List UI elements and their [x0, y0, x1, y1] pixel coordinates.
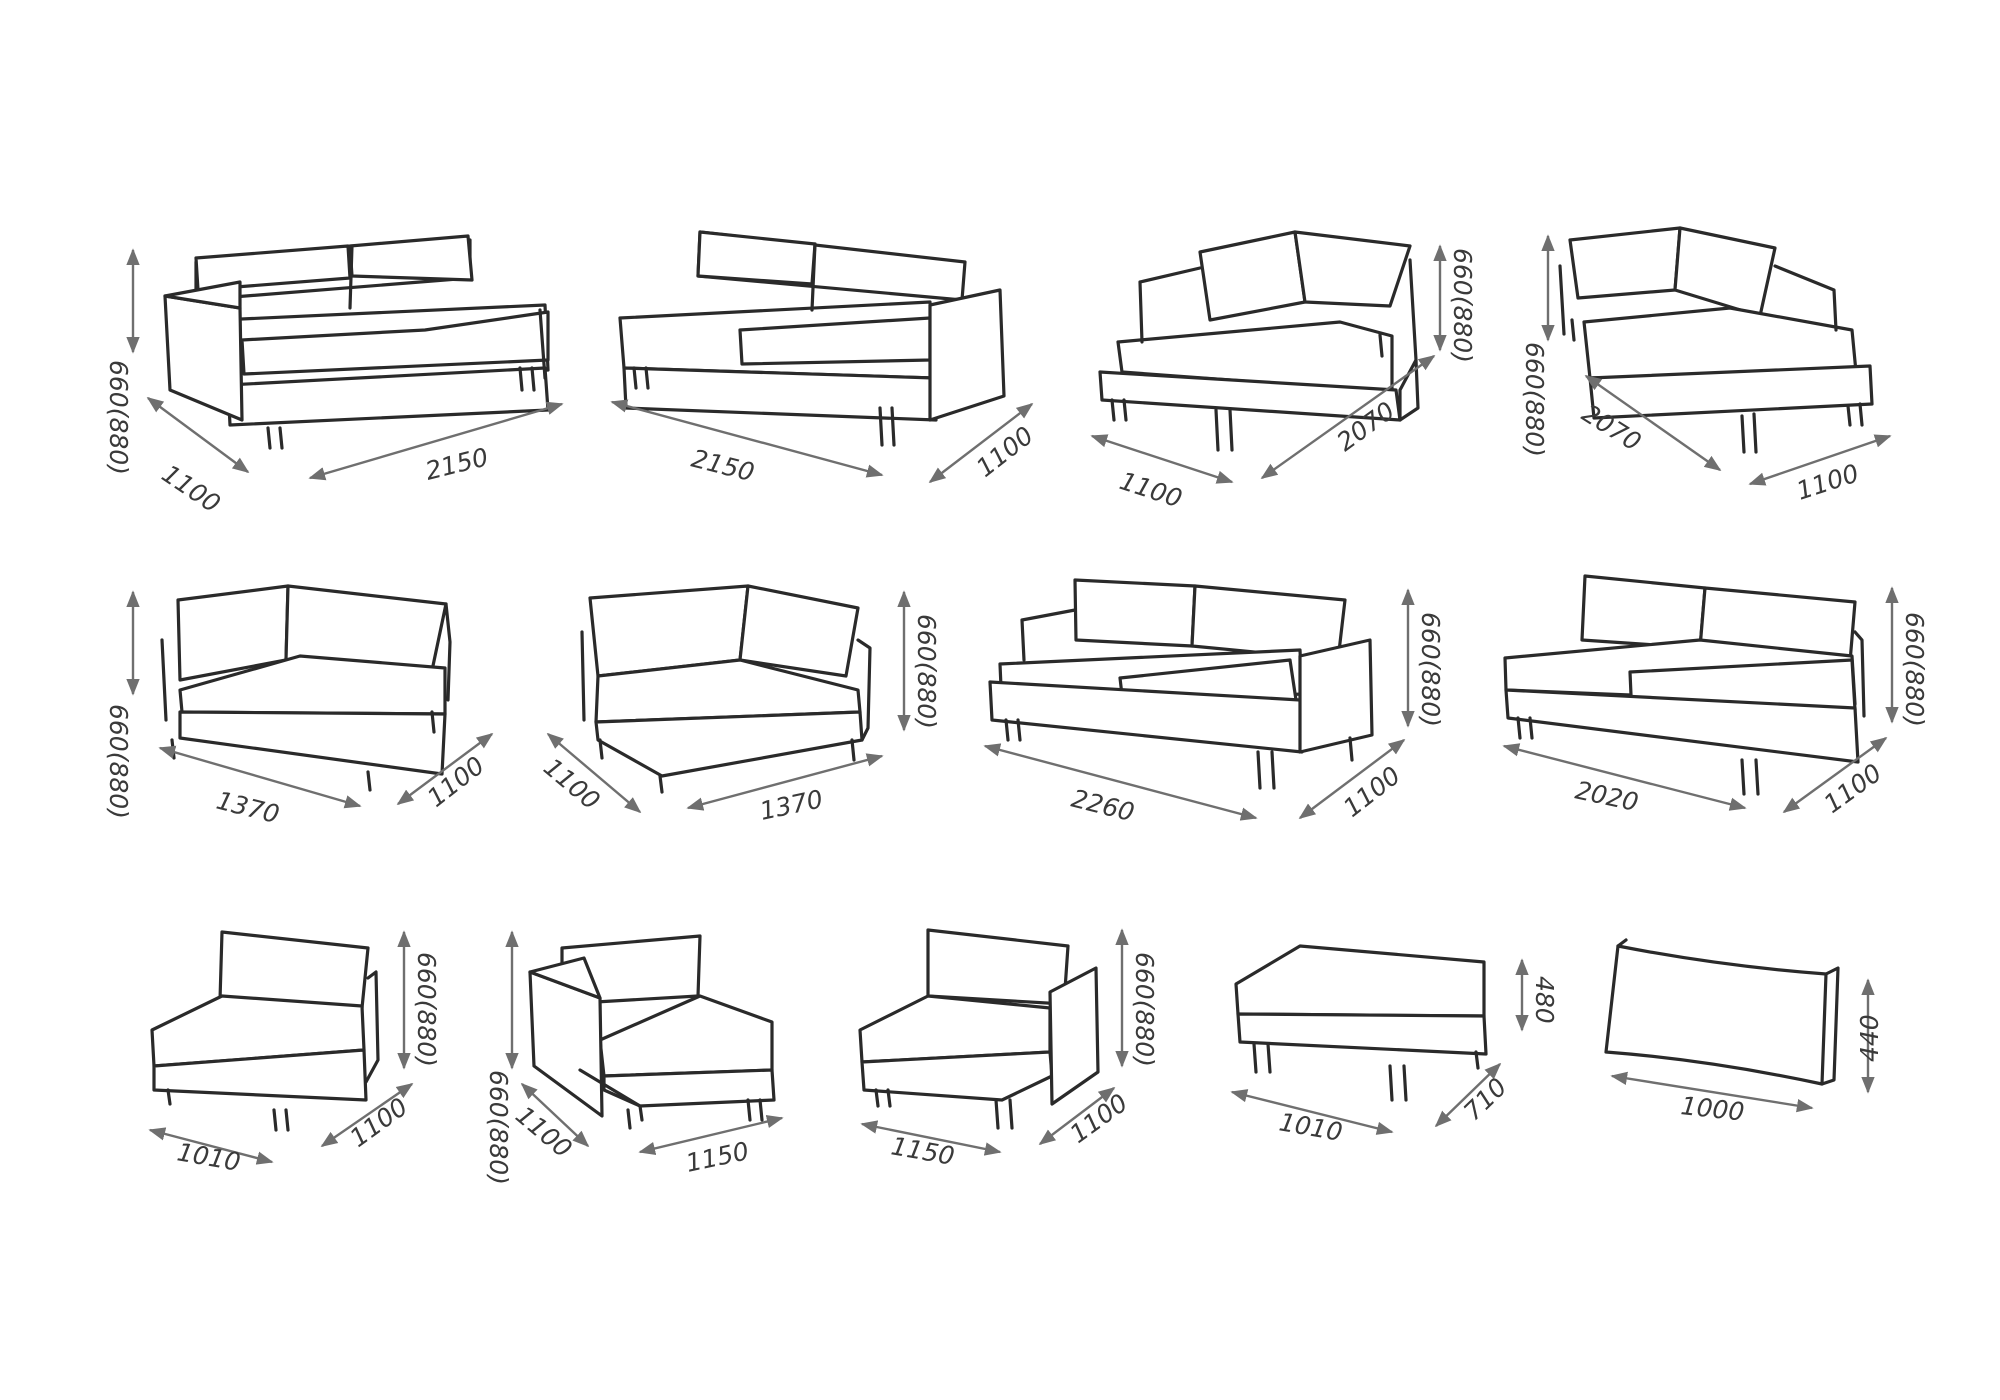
depth-label: 710: [1458, 1072, 1512, 1126]
dimension-height: 660(880): [104, 590, 140, 819]
width-label: 2020: [1573, 776, 1641, 818]
depth-label: 1100: [157, 459, 226, 519]
height-label: 480: [1530, 976, 1559, 1024]
dimension-width: 1000: [1610, 1071, 1814, 1127]
dimension-height: 660(880): [1401, 588, 1445, 728]
dimension-height: 660(880): [397, 930, 441, 1070]
width-label: 2150: [689, 444, 758, 488]
height-label: 660(880): [412, 952, 441, 1067]
right-arm-single-module-icon: [858, 928, 1100, 1130]
width-label: 1010: [175, 1137, 243, 1177]
width-label: 1370: [214, 786, 283, 830]
dimension-depth: 1100: [1748, 434, 1892, 506]
dimension-height: 660(880): [1115, 928, 1159, 1068]
height-label: 660(880): [104, 360, 133, 475]
armless-single-module-icon: [150, 930, 380, 1132]
dimension-width: 2260: [983, 743, 1258, 828]
height-label: 660(880): [1900, 612, 1929, 727]
dimension-depth: 710: [1434, 1062, 1512, 1128]
dimension-height: 660(880): [897, 590, 941, 732]
armless-two-seat-sofa-icon: [1503, 574, 1866, 796]
height-label: 660(880): [1448, 248, 1477, 363]
dimension-height: 480: [1515, 958, 1559, 1032]
left-arm-single-module-icon: [528, 934, 776, 1130]
dimension-height: 660(880): [1433, 244, 1477, 363]
height-label: 660(880): [1130, 952, 1159, 1067]
two-arm-two-seat-sofa-icon: [988, 578, 1374, 790]
dimension-height: 660(880): [484, 930, 519, 1185]
width-label: 1000: [1679, 1091, 1745, 1126]
height-label: 660(880): [1416, 612, 1445, 727]
dimension-height: 440: [1855, 978, 1884, 1094]
dimension-width: 2020: [1502, 743, 1747, 818]
back-cushion-icon: [1604, 938, 1840, 1086]
dimension-height: 660(880): [1885, 586, 1929, 727]
width-label: 1150: [683, 1136, 751, 1178]
depth-label: 1100: [1064, 1088, 1133, 1149]
dimension-height: 660(880): [104, 248, 140, 475]
corner-module-left-icon: [160, 584, 452, 792]
height-label: 660(880): [484, 1070, 513, 1185]
depth-label: 1100: [971, 421, 1039, 483]
depth-label: 1100: [538, 752, 605, 815]
left-arm-two-seat-sofa-icon: [163, 234, 550, 450]
depth-label: 1100: [1818, 758, 1887, 819]
dimension-width: 1150: [638, 1114, 784, 1178]
dimension-height: 660(880): [1520, 234, 1555, 457]
width-label: 1150: [889, 1131, 957, 1171]
height-label: 660(880): [912, 614, 941, 729]
height-label: 660(880): [1520, 342, 1549, 457]
height-label: 440: [1855, 1014, 1884, 1062]
dimension-width: 1150: [860, 1120, 1002, 1171]
depth-label: 1100: [1338, 761, 1406, 823]
right-arm-two-seat-sofa-icon: [618, 230, 1006, 447]
dimension-depth: 1100: [1090, 434, 1234, 513]
height-label: 660(880): [104, 704, 133, 819]
depth-label: 1100: [510, 1100, 577, 1163]
ottoman-icon: [1234, 944, 1488, 1102]
dimension-width: 1010: [1230, 1089, 1394, 1147]
width-label: 1010: [1277, 1107, 1345, 1147]
corner-module-right-icon: [580, 584, 872, 794]
width-label: 2150: [422, 442, 491, 486]
depth-label: 1100: [1116, 466, 1185, 513]
depth-label: 1100: [344, 1092, 413, 1153]
width-label: 1370: [757, 784, 825, 826]
dimension-width: 1010: [148, 1127, 274, 1177]
width-label: 2260: [1069, 784, 1138, 828]
